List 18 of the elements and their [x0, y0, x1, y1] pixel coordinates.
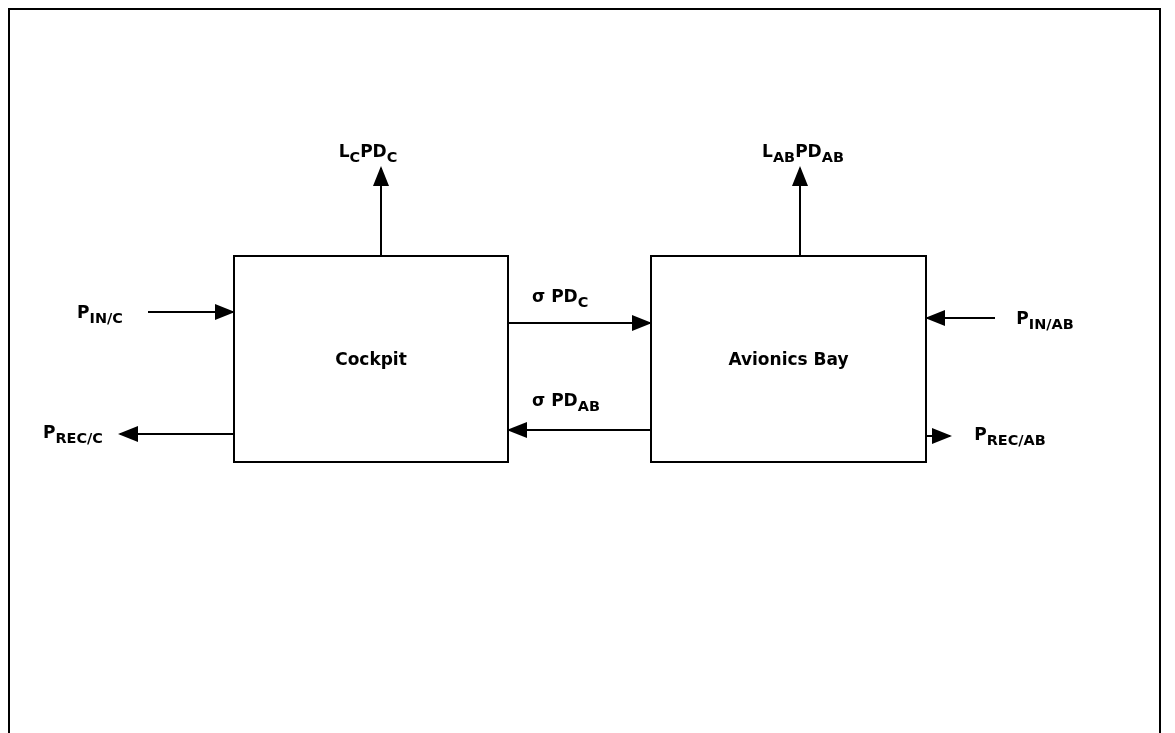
process-box — [233, 255, 509, 463]
arrow — [373, 166, 389, 256]
box-label: Cockpit — [335, 348, 407, 370]
arrow — [925, 310, 996, 326]
arrow — [507, 422, 651, 438]
arrow — [792, 166, 808, 256]
variable-label: P$_{IN/C}$ — [77, 302, 123, 328]
variable-label: P$_{IN/AB}$ — [1016, 308, 1074, 334]
arrow — [926, 428, 952, 444]
arrow — [118, 426, 234, 442]
variable-label: L$_{AB}$PD$_{AB}$ — [762, 141, 844, 167]
variable-label: L$_{C}$PD$_{C}$ — [338, 141, 398, 167]
arrow — [147, 304, 235, 320]
variable-label: P$_{REC/AB}$ — [974, 424, 1046, 450]
process-box — [650, 255, 927, 463]
box-label: Avionics Bay — [728, 348, 849, 370]
variable-label: P$_{REC/C}$ — [43, 422, 103, 448]
arrow — [508, 315, 652, 331]
